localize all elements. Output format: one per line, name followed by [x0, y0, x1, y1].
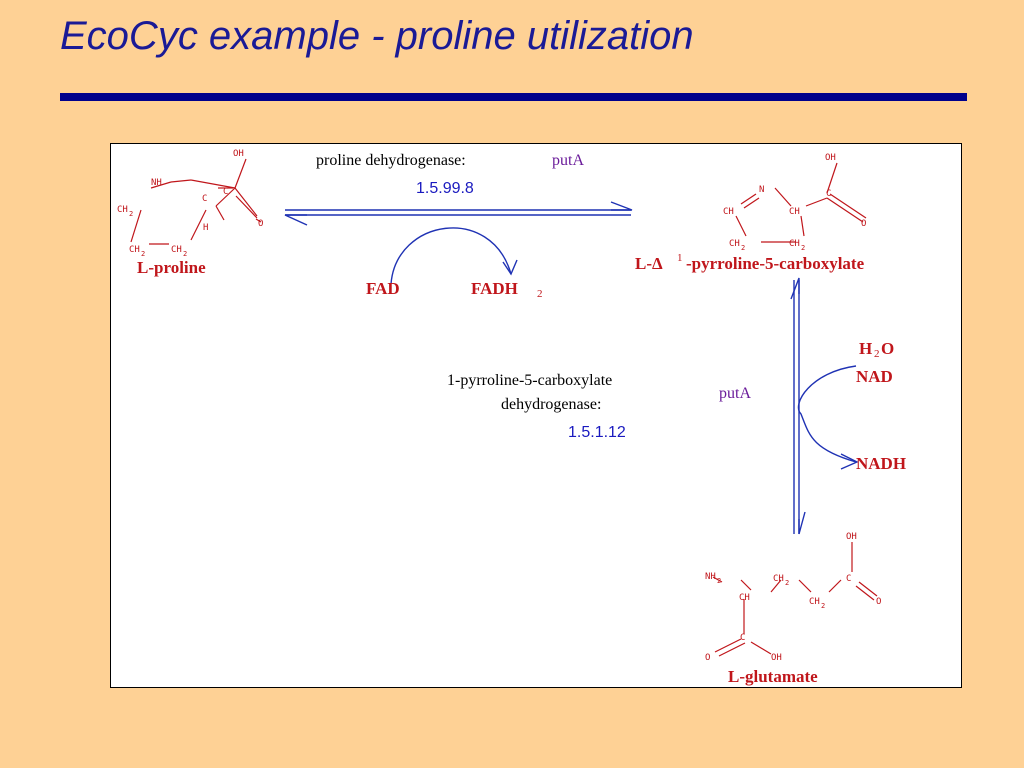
glutamate-ch2b-sub: 2: [785, 579, 789, 587]
reaction1-fadh2: FADH: [471, 279, 518, 298]
proline-c-label: C: [223, 187, 228, 197]
glutamate-ch-label: CH: [739, 593, 750, 603]
glutamate-structure: [712, 542, 878, 657]
reaction2-arrow: [790, 277, 859, 535]
p5c-ch-label: CH: [723, 207, 734, 217]
p5c-c-label: C: [826, 189, 831, 199]
p5c-n-label: N: [759, 185, 764, 195]
slide-title: EcoCyc example - proline utilization: [60, 14, 694, 58]
glutamate-ch2b-label: CH: [773, 574, 784, 584]
reaction1-enzyme: proline dehydrogenase:: [316, 152, 466, 169]
proline-ch2c-sub: 2: [183, 250, 187, 258]
proline-o-label: O: [258, 219, 263, 229]
glutamate-c-top-label: C: [846, 574, 851, 584]
glutamate-oh-top-label: OH: [846, 532, 857, 542]
reaction2-water-sub: 2: [874, 348, 880, 360]
reaction2-water-h: H: [859, 339, 872, 358]
reaction2-nad: NAD: [856, 367, 893, 386]
reaction1-fad: FAD: [366, 279, 400, 298]
glutamate-name: L-glutamate: [728, 667, 818, 686]
glutamate-c-bottom-label: C: [740, 633, 745, 643]
glutamate-oh-bottom-label: OH: [771, 653, 782, 663]
proline-name: L-proline: [137, 258, 206, 277]
p5c-name-suffix: -pyrroline-5-carboxylate: [686, 254, 865, 273]
proline-ch2-sub: 2: [129, 210, 133, 218]
pathway-canvas: OH NH C O CH 2 C H CH 2 CH 2 L-proline p…: [117, 149, 906, 686]
proline-h-label: H: [203, 223, 208, 233]
proline-nh-label: NH: [151, 178, 162, 188]
reaction1-fadh2-sub: 2: [537, 288, 543, 300]
p5c-oh-label: OH: [825, 153, 836, 163]
reaction1-gene-link[interactable]: putA: [552, 152, 584, 169]
proline-ch2-label: CH: [117, 205, 128, 215]
p5c-ch2b-sub: 2: [741, 244, 745, 252]
p5c-ch2b-label: CH: [729, 239, 740, 249]
glutamate-ch2a-label: CH: [809, 597, 820, 607]
reaction2-ec-link[interactable]: 1.5.1.12: [568, 424, 626, 441]
p5c-structure: [735, 162, 867, 243]
proline-double-bond: [235, 195, 258, 219]
p5c-ch2-label: CH: [789, 207, 800, 217]
glutamate-o-top-label: O: [876, 597, 881, 607]
p5c-name-sup: 1: [677, 252, 683, 264]
glutamate-ch2a-sub: 2: [821, 602, 825, 610]
title-underline: [60, 93, 967, 101]
proline-ch2c-label: CH: [171, 245, 182, 255]
reaction2-nadh: NADH: [856, 454, 906, 473]
p5c-name-prefix: L-Δ: [635, 254, 663, 273]
reaction2-enzyme-line2: dehydrogenase:: [501, 396, 601, 413]
reaction2-gene-link[interactable]: putA: [719, 385, 751, 402]
reaction2-enzyme-line1: 1-pyrroline-5-carboxylate: [447, 372, 612, 389]
proline-ch2b-label: CH: [129, 245, 140, 255]
proline-structure: [130, 158, 262, 245]
reaction1-arrow: [284, 201, 633, 285]
reaction1-ec-link[interactable]: 1.5.99.8: [416, 180, 474, 197]
p5c-o-label: O: [861, 219, 866, 229]
proline-ch2b-sub: 2: [141, 250, 145, 258]
proline-ch-label: C: [202, 194, 207, 204]
p5c-ch2c-sub: 2: [801, 244, 805, 252]
glutamate-o-bottom-label: O: [705, 653, 710, 663]
proline-oh-label: OH: [233, 149, 244, 159]
pathway-diagram: OH NH C O CH 2 C H CH 2 CH 2 L-proline p…: [110, 143, 962, 688]
glutamate-nh2-label: NH: [705, 572, 716, 582]
reaction2-water-o: O: [881, 339, 894, 358]
p5c-ch2c-label: CH: [789, 239, 800, 249]
glutamate-nh2-sub: 2: [717, 577, 721, 585]
